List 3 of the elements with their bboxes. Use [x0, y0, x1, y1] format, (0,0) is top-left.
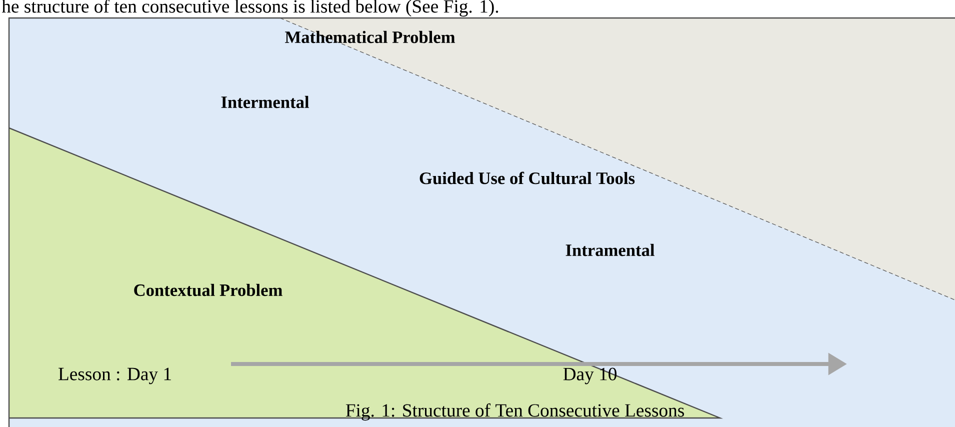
axis-label: Lesson : Day 1	[58, 368, 171, 384]
caption: Fig. 1: Structure of Ten Consecutive Lessons	[346, 403, 684, 421]
phase-label: Intramental	[566, 244, 654, 256]
